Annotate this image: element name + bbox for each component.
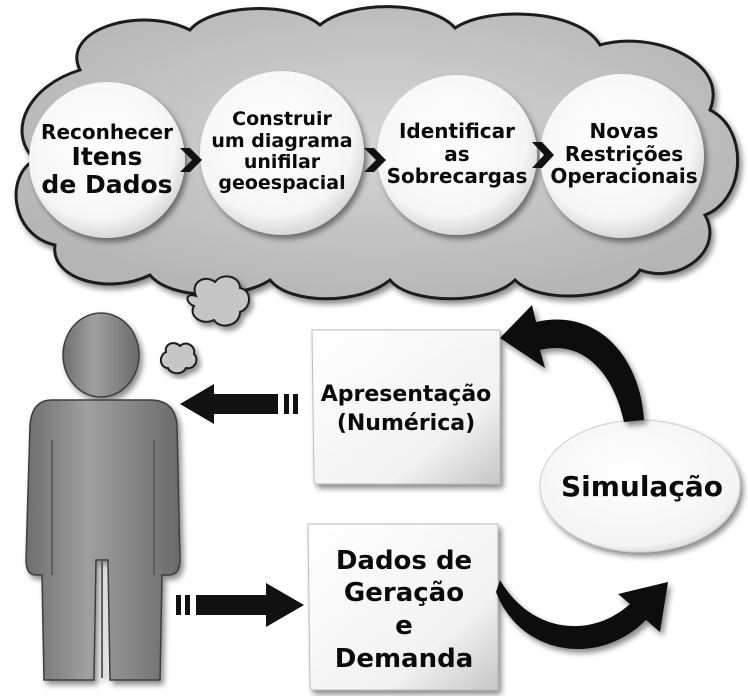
step-2-label: Construir um diagrama unifilar geoespaci… <box>202 92 362 212</box>
input-data-label: Dados de Geração e Demanda <box>310 532 498 688</box>
chevron-right-icon <box>364 148 386 172</box>
step-2-line-1: Construir <box>232 108 332 131</box>
presentation-label: Apresentação (Numérica) <box>312 370 500 450</box>
chevron-right-icon <box>532 142 554 168</box>
step-3-line-3: Sobrecargas <box>386 164 528 189</box>
input-data-line-1: Dados de <box>335 545 473 576</box>
step-3-line-2: as <box>444 141 470 166</box>
thought-bubble-medium <box>186 275 250 327</box>
presentation-box <box>311 329 501 485</box>
arrow-left-to-person <box>180 384 298 424</box>
step-1-line-1: Reconhecer <box>41 119 173 144</box>
step-1-line-3: de Dados <box>41 170 173 200</box>
step-circle-2 <box>200 71 364 235</box>
step-1-label: Reconhecer Itens de Dados <box>37 110 177 210</box>
arrow-right-from-person <box>176 583 304 627</box>
step-2-line-4: geoespacial <box>218 172 346 195</box>
step-2-line-2: um diagrama <box>211 129 353 152</box>
presentation-line-2: (Numérica) <box>336 411 476 436</box>
person-icon <box>25 312 181 681</box>
step-4-line-3: Operacionais <box>550 164 698 189</box>
step-3-label: Identificar as Sobrecargas <box>382 108 532 200</box>
step-circle-1 <box>29 82 185 238</box>
input-data-line-4: Demanda <box>334 643 474 674</box>
input-data-line-2: Geração <box>343 578 465 609</box>
thought-bubble-small <box>160 342 198 375</box>
curved-arrow-to-presentation <box>500 305 644 422</box>
step-4-line-2: Restrições <box>564 141 684 166</box>
curved-arrow-to-simulation <box>496 580 668 650</box>
step-4-line-1: Novas <box>589 119 659 144</box>
step-2-line-3: unifilar <box>243 151 321 173</box>
simulation-label: Simulação <box>560 470 724 504</box>
input-data-box <box>307 523 499 691</box>
input-data-line-3: e <box>395 611 413 641</box>
step-3-line-1: Identificar <box>398 119 515 144</box>
step-circle-4 <box>540 74 704 238</box>
step-4-label: Novas Restrições Operacionais <box>546 108 702 200</box>
step-circle-3 <box>377 75 537 235</box>
chevron-right-icon <box>180 148 202 172</box>
presentation-line-1: Apresentação <box>320 382 492 408</box>
step-1-line-2: Itens <box>71 142 143 172</box>
